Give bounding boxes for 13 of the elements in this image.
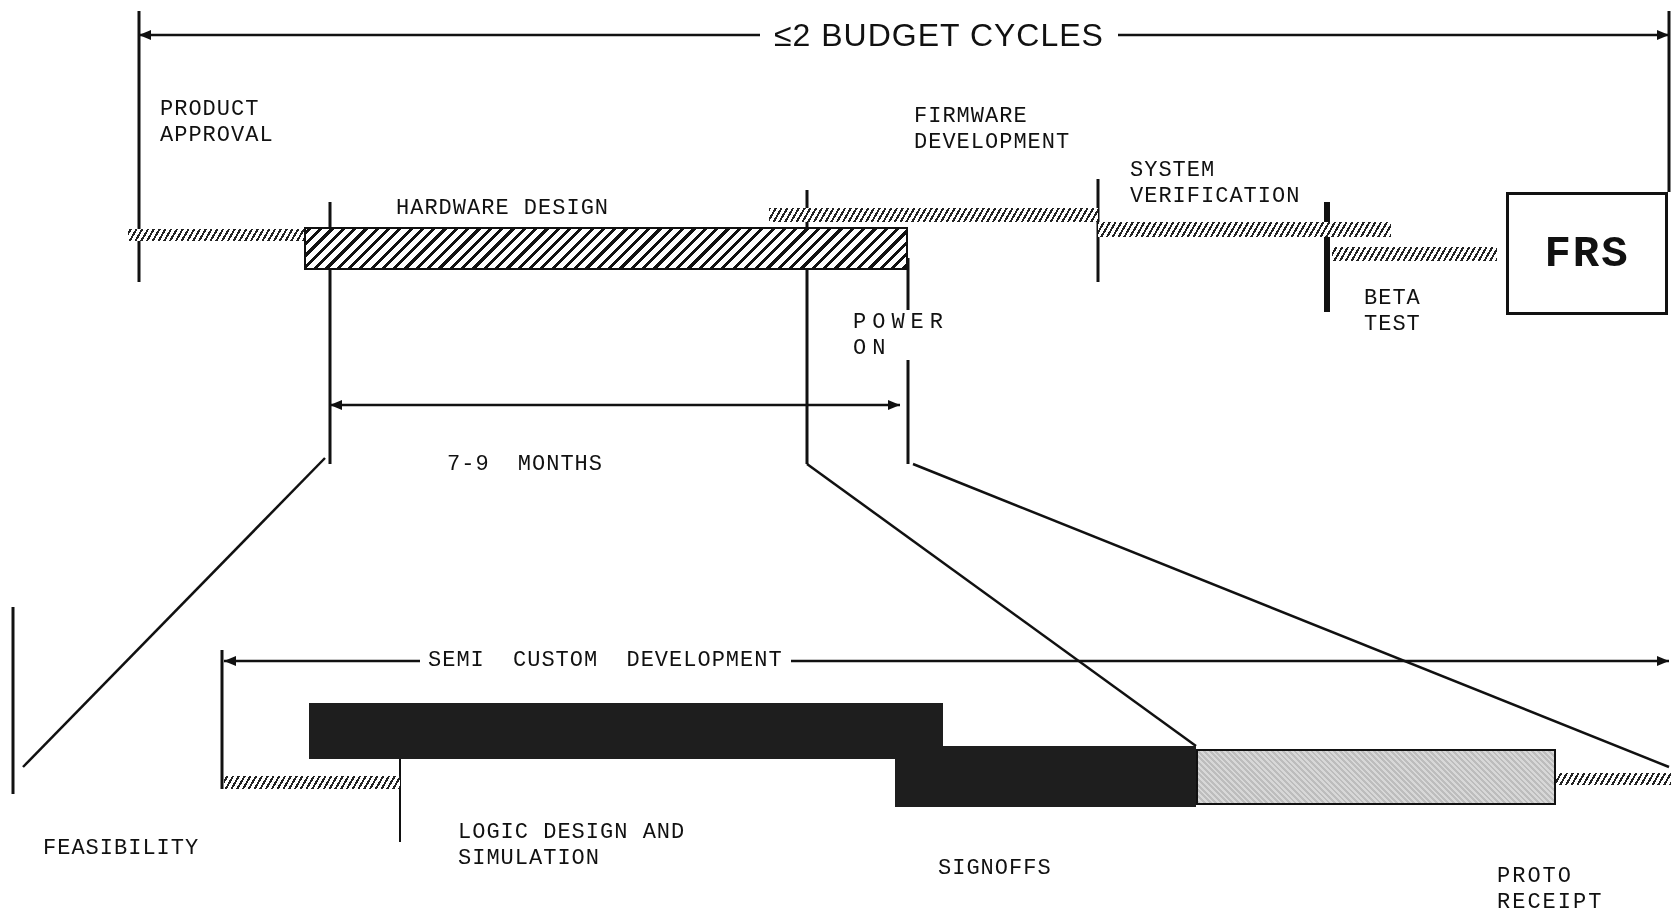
phase-label: FIRMWARE DEVELOPMENT — [914, 104, 1072, 156]
phase-label: HARDWARE DESIGN — [396, 196, 610, 222]
milestone-box — [1506, 192, 1668, 315]
dimension-label: 7-9 MONTHS — [447, 452, 604, 478]
phase-label: SIGNOFFS — [938, 856, 1052, 882]
phase-label: BETA TEST — [1364, 286, 1422, 338]
phase-label: SYSTEM VERIFICATION — [1130, 158, 1302, 210]
milestone-label: FRS — [1544, 228, 1630, 279]
milestone-label: PRODUCT APPROVAL — [160, 97, 275, 149]
milestone-label: POWER ON — [853, 310, 950, 362]
milestone-label: PROTO RECEIPT — [1497, 864, 1605, 916]
phase-label: FEASIBILITY — [43, 836, 200, 862]
phase-label: LOGIC DESIGN AND SIMULATION — [458, 820, 687, 872]
